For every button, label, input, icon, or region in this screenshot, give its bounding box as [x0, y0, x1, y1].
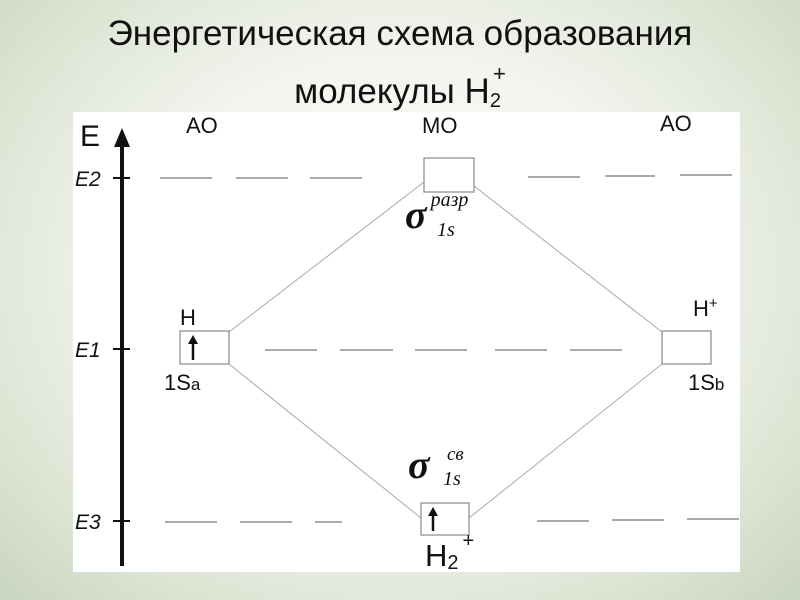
level-e3: E3 [75, 511, 101, 534]
correlation-lines [228, 181, 663, 519]
title-sub: 2 [489, 90, 501, 112]
axis-arrow-icon [114, 128, 130, 147]
header-mo: MO [422, 113, 457, 138]
level-e2: E2 [75, 168, 101, 191]
molecule-label: H2+ [425, 530, 474, 574]
h-plus-1sb-orbital-box [661, 330, 712, 365]
diagram-panel [73, 112, 740, 572]
title-line1: Энергетическая схема образования [107, 14, 693, 53]
antibonding-orbital-box [423, 157, 475, 193]
axis-label: E [80, 120, 100, 153]
bonding-orbital-box [420, 502, 470, 536]
orbital-1sa-label: 1Sa [164, 370, 201, 395]
orbital-1sb-label: 1Sb [688, 370, 724, 395]
title-text: молекулы H [294, 72, 490, 111]
atom-h-plus-label: H+ [693, 295, 718, 321]
title-sup: + [492, 61, 506, 86]
h-1sa-orbital-box [179, 330, 230, 365]
title-line2: молекулы H2 + [294, 61, 506, 112]
atom-h-label: H [180, 305, 196, 330]
electron-up-arrow-icon [428, 507, 438, 531]
header-ao-left: AO [186, 113, 218, 138]
electron-up-arrow-icon [188, 335, 198, 360]
level-lines [160, 174, 739, 523]
slide-title: Энергетическая схема образования молекул… [0, 14, 800, 121]
level-e1: E1 [75, 339, 101, 362]
header-ao-right: AO [660, 111, 692, 136]
